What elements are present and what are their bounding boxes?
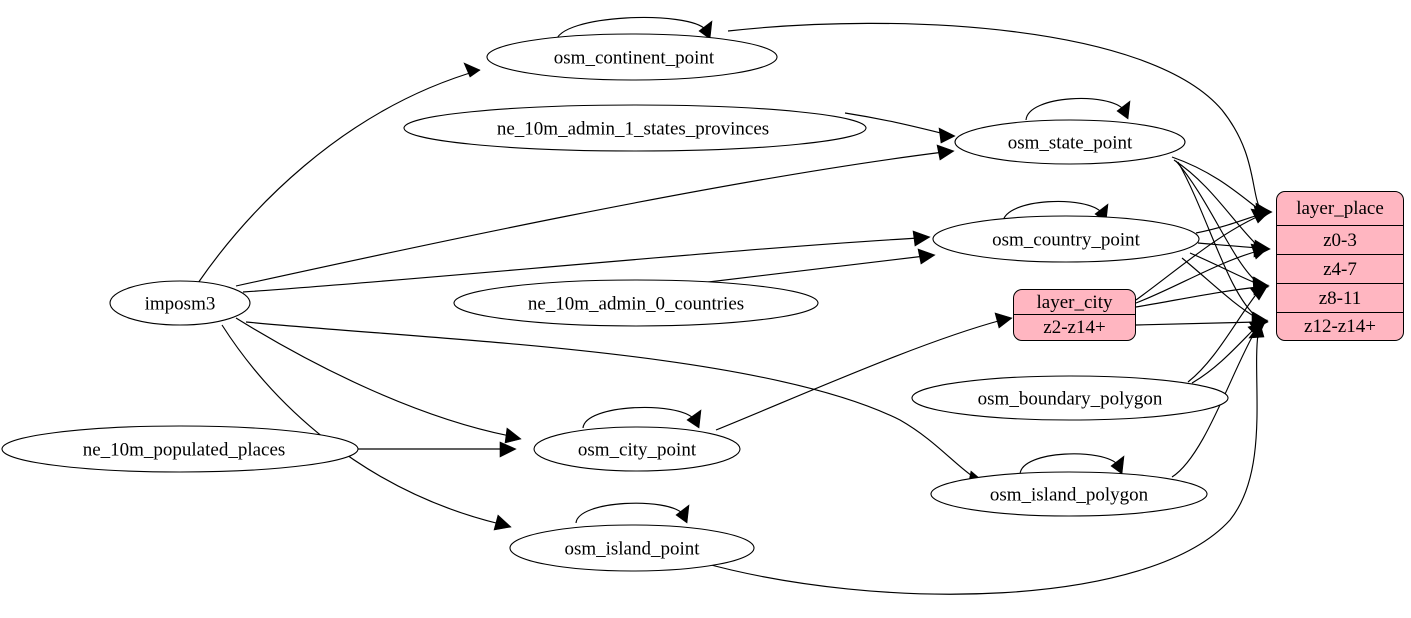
edge-imposm3-to-osm-continent-point — [197, 69, 481, 284]
arrowhead-icon — [463, 62, 481, 78]
node-ne-10m-populated-places-label: ne_10m_populated_places — [83, 440, 286, 461]
edge-imposm3-to-osm-island-point — [221, 324, 501, 525]
layer-city-title: layer_city — [1014, 290, 1135, 315]
arrowhead-icon — [917, 248, 936, 265]
layer-city-row-z2-z14[interactable]: z2-z14+ — [1043, 317, 1106, 338]
node-osm-island-polygon[interactable]: osm_island_polygon — [930, 471, 1208, 517]
arrowhead-icon — [686, 409, 702, 429]
record-node-layer-place[interactable]: layer_place z0-3 z4-7 z8-11 z12-z14+ — [1276, 191, 1404, 341]
edge-layer-city-to-layer-place-z8-11 — [1135, 286, 1260, 308]
edge-imposm3-to-osm-island-polygon — [245, 321, 976, 479]
edge-osm-island-polygon-self-loop — [1019, 453, 1119, 475]
arrowhead-icon — [1250, 243, 1269, 260]
node-imposm3[interactable]: imposm3 — [109, 280, 251, 326]
node-osm-boundary-polygon-label: osm_boundary_polygon — [978, 389, 1163, 410]
layer-place-row-z4-7[interactable]: z4-7 — [1277, 255, 1403, 284]
edge-osm-state-point-to-layer-place-z0-3 — [1171, 156, 1262, 212]
node-osm-city-point-label: osm_city_point — [578, 440, 697, 461]
node-osm-continent-point-label: osm_continent_point — [554, 48, 715, 69]
edge-imposm3-to-osm-country-point — [242, 237, 921, 293]
node-osm-island-point-shape[interactable] — [509, 524, 755, 572]
edge-osm-state-point-self-loop — [1025, 97, 1125, 121]
edge-osm-city-point-self-loop — [582, 406, 695, 429]
arrowhead-icon — [994, 312, 1013, 329]
edge-osm-island-point-self-loop — [575, 502, 684, 524]
arrowhead-icon — [912, 230, 931, 247]
edge-osm-continent-point-to-layer-place-z0-3 — [727, 22, 1263, 213]
layer-place-row-z12-z14[interactable]: z12-z14+ — [1304, 316, 1376, 337]
edge-layer-city-to-layer-place-z0-3 — [1135, 215, 1260, 301]
edge-osm-country-point-to-layer-place-z8-11 — [1189, 252, 1259, 285]
edge-osm-boundary-polygon-to-layer-place-z12-z14 — [1191, 325, 1258, 384]
node-osm-city-point[interactable]: osm_city_point — [533, 426, 741, 472]
edge-osm-island-point-to-layer-place-z12-z14 — [699, 333, 1259, 595]
node-ne-10m-admin-0-countries-label: ne_10m_admin_0_countries — [528, 294, 744, 315]
edge-imposm3-to-osm-city-point — [235, 317, 511, 437]
edge-osm-country-point-self-loop — [1002, 200, 1103, 223]
node-osm-country-point[interactable]: osm_country_point — [932, 215, 1200, 263]
edge-ne-admin1-to-osm-state-point — [844, 112, 946, 135]
node-osm-state-point-label: osm_state_point — [1008, 133, 1133, 154]
edge-osm-boundary-polygon-to-layer-place-z8-11 — [1187, 291, 1259, 383]
edge-osm-state-point-to-layer-place-z12-z14 — [1177, 161, 1259, 319]
node-osm-island-polygon-shape[interactable] — [930, 471, 1208, 517]
node-osm-country-point-shape[interactable] — [932, 215, 1200, 263]
node-ne-10m-admin-1-states-provinces-label: ne_10m_admin_1_states_provinces — [497, 119, 769, 140]
edge-osm-continent-point-self-loop — [555, 16, 707, 43]
arrowhead-icon — [936, 144, 955, 161]
edge-layer-city-to-layer-place-z4-7 — [1135, 250, 1259, 304]
node-osm-state-point[interactable]: osm_state_point — [954, 119, 1186, 165]
node-osm-state-point-shape[interactable] — [954, 119, 1186, 165]
edge-layer-city-to-layer-place-z12-z14 — [1135, 321, 1259, 326]
arrowhead-icon — [504, 427, 522, 444]
layer-place-row-z8-11[interactable]: z8-11 — [1277, 284, 1403, 313]
node-ne-10m-admin-0-countries-shape[interactable] — [453, 279, 819, 327]
edge-osm-state-point-to-layer-place-z4-7 — [1173, 159, 1261, 249]
edge-ne-admin0-to-osm-country-point — [699, 255, 926, 284]
arrowhead-icon — [1249, 284, 1269, 301]
node-ne-10m-admin-1-states-provinces-shape[interactable] — [403, 104, 867, 152]
arrowhead-icon — [698, 20, 713, 40]
node-osm-island-point[interactable]: osm_island_point — [509, 524, 755, 572]
node-osm-country-point-label: osm_country_point — [992, 230, 1140, 251]
node-osm-city-point-shape[interactable] — [533, 426, 741, 472]
arrowhead-icon — [675, 504, 690, 524]
node-layer: imposm3 ne_10m_populated_places osm_cont… — [1, 33, 1229, 572]
arrowhead-icon — [1248, 322, 1265, 339]
edge-osm-island-polygon-to-layer-place-z12-z14 — [1171, 329, 1257, 478]
edge-osm-country-point-to-layer-place-z0-3 — [1195, 213, 1262, 234]
record-node-layer-city[interactable]: layer_city z2-z14+ — [1013, 289, 1136, 341]
node-osm-island-polygon-label: osm_island_polygon — [990, 485, 1149, 506]
arrowhead-icon — [493, 514, 512, 531]
layer-place-row-z0-3[interactable]: z0-3 — [1277, 226, 1403, 255]
node-osm-boundary-polygon[interactable]: osm_boundary_polygon — [911, 375, 1229, 421]
arrowhead-icon — [938, 127, 956, 144]
node-imposm3-shape[interactable] — [109, 280, 251, 326]
arrowhead-icon — [1110, 455, 1125, 475]
node-osm-boundary-polygon-shape[interactable] — [911, 375, 1229, 421]
node-ne-10m-populated-places-shape[interactable] — [1, 425, 359, 473]
node-osm-island-point-label: osm_island_point — [564, 539, 700, 560]
arrowhead-icon — [1250, 208, 1270, 224]
node-osm-continent-point[interactable]: osm_continent_point — [486, 33, 778, 81]
node-ne-10m-admin-1-states-provinces[interactable]: ne_10m_admin_1_states_provinces — [403, 104, 867, 152]
arrowhead-icon — [499, 441, 517, 458]
node-osm-continent-point-shape[interactable] — [486, 33, 778, 81]
edge-imposm3-to-osm-state-point — [235, 151, 945, 287]
arrowhead-icon — [1116, 100, 1131, 120]
node-ne-10m-populated-places[interactable]: ne_10m_populated_places — [1, 425, 359, 473]
layer-place-title: layer_place — [1277, 192, 1403, 226]
edge-osm-city-point-to-layer-city — [715, 319, 1003, 431]
node-ne-10m-admin-0-countries[interactable]: ne_10m_admin_0_countries — [453, 279, 819, 327]
edge-osm-state-point-to-layer-place-z8-11 — [1175, 160, 1260, 285]
node-imposm3-label: imposm3 — [145, 294, 216, 315]
